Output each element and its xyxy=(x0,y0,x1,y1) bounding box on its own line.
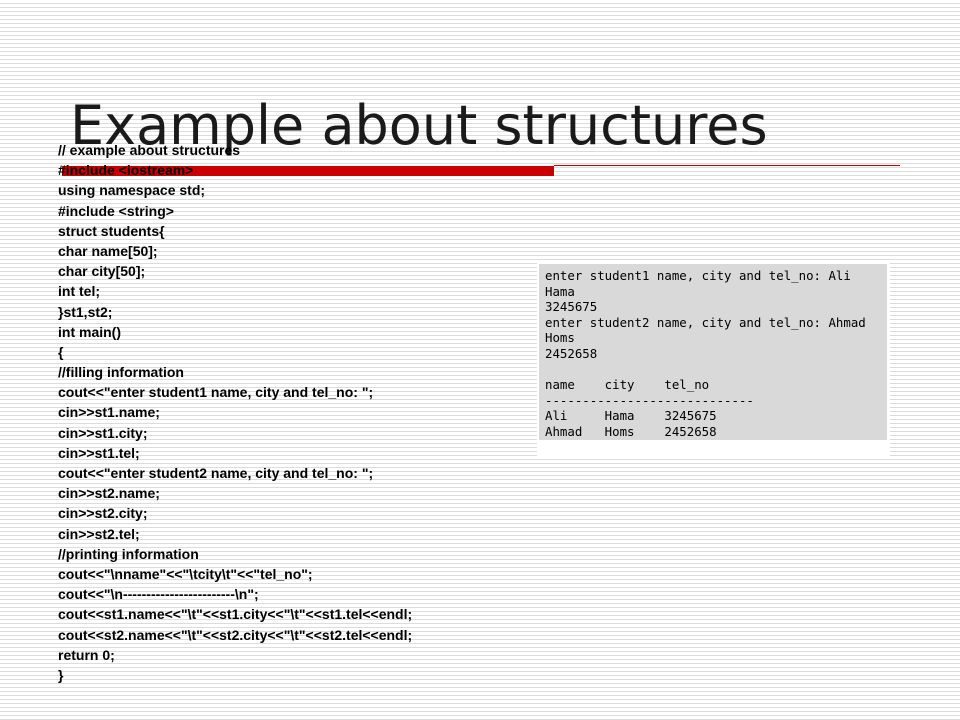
console-line xyxy=(539,362,887,378)
code-line: char city[50]; xyxy=(58,263,146,280)
code-line: cout<<st2.name<<"\t"<<st2.city<<"\t"<<st… xyxy=(58,626,413,643)
code-line: cin>>st1.tel; xyxy=(58,444,140,461)
console-line: Ahmad Homs 2452658 xyxy=(545,423,717,439)
console-line: 2452658 xyxy=(545,345,598,361)
code-line: using namespace std; xyxy=(58,182,206,199)
console-output-panel: enter student1 name, city and tel_no: Al… xyxy=(539,264,887,440)
console-line: enter student2 name, city and tel_no: Ah… xyxy=(545,314,866,330)
code-line: cin>>st1.city; xyxy=(58,424,148,441)
code-line: } xyxy=(58,666,64,683)
console-line: Homs xyxy=(545,330,575,346)
code-line: cin>>st2.tel; xyxy=(58,525,140,542)
code-line: cin>>st1.name; xyxy=(58,404,160,421)
code-line: { xyxy=(58,343,64,360)
title-accent-line xyxy=(554,165,900,166)
console-line: Ali Hama 3245675 xyxy=(545,408,717,424)
code-line: // example about structures xyxy=(58,142,241,158)
code-line: //filling information xyxy=(58,364,184,381)
console-line: enter student1 name, city and tel_no: Al… xyxy=(545,268,851,283)
code-line: #include <string> xyxy=(58,202,174,219)
code-line: int main() xyxy=(58,323,121,340)
code-line: cout<<"enter student2 name, city and tel… xyxy=(58,465,374,481)
code-line: cin>>st2.name; xyxy=(58,485,160,502)
code-line: cout<<"\n------------------------\n"; xyxy=(58,586,259,603)
code-line: cout<<"enter student1 name, city and tel… xyxy=(58,384,374,401)
code-line: }st1,st2; xyxy=(58,303,113,320)
code-line: int tel; xyxy=(58,283,100,300)
console-line: 3245675 xyxy=(545,299,598,315)
code-line: char name[50]; xyxy=(58,242,158,259)
console-line: ---------------------------- xyxy=(545,392,754,408)
title-accent-bar xyxy=(62,166,554,176)
code-line: #include <iostream> xyxy=(58,162,194,179)
code-listing: // example about structures #include <io… xyxy=(58,140,528,685)
slide-title: Example about structures xyxy=(70,94,768,157)
console-output-screenshot: enter student1 name, city and tel_no: Al… xyxy=(537,262,890,459)
code-line: cout<<st1.name<<"\t"<<st1.city<<"\t"<<st… xyxy=(58,606,413,623)
code-line: cin>>st2.city; xyxy=(58,505,148,522)
code-line: cout<<"\nname"<<"\tcity\t"<<"tel_no"; xyxy=(58,565,313,582)
console-line: Hama xyxy=(545,283,575,299)
code-line: //printing information xyxy=(58,545,199,562)
console-line: name city tel_no xyxy=(545,377,710,393)
code-line: struct students{ xyxy=(58,222,165,239)
code-line: return 0; xyxy=(58,646,115,663)
